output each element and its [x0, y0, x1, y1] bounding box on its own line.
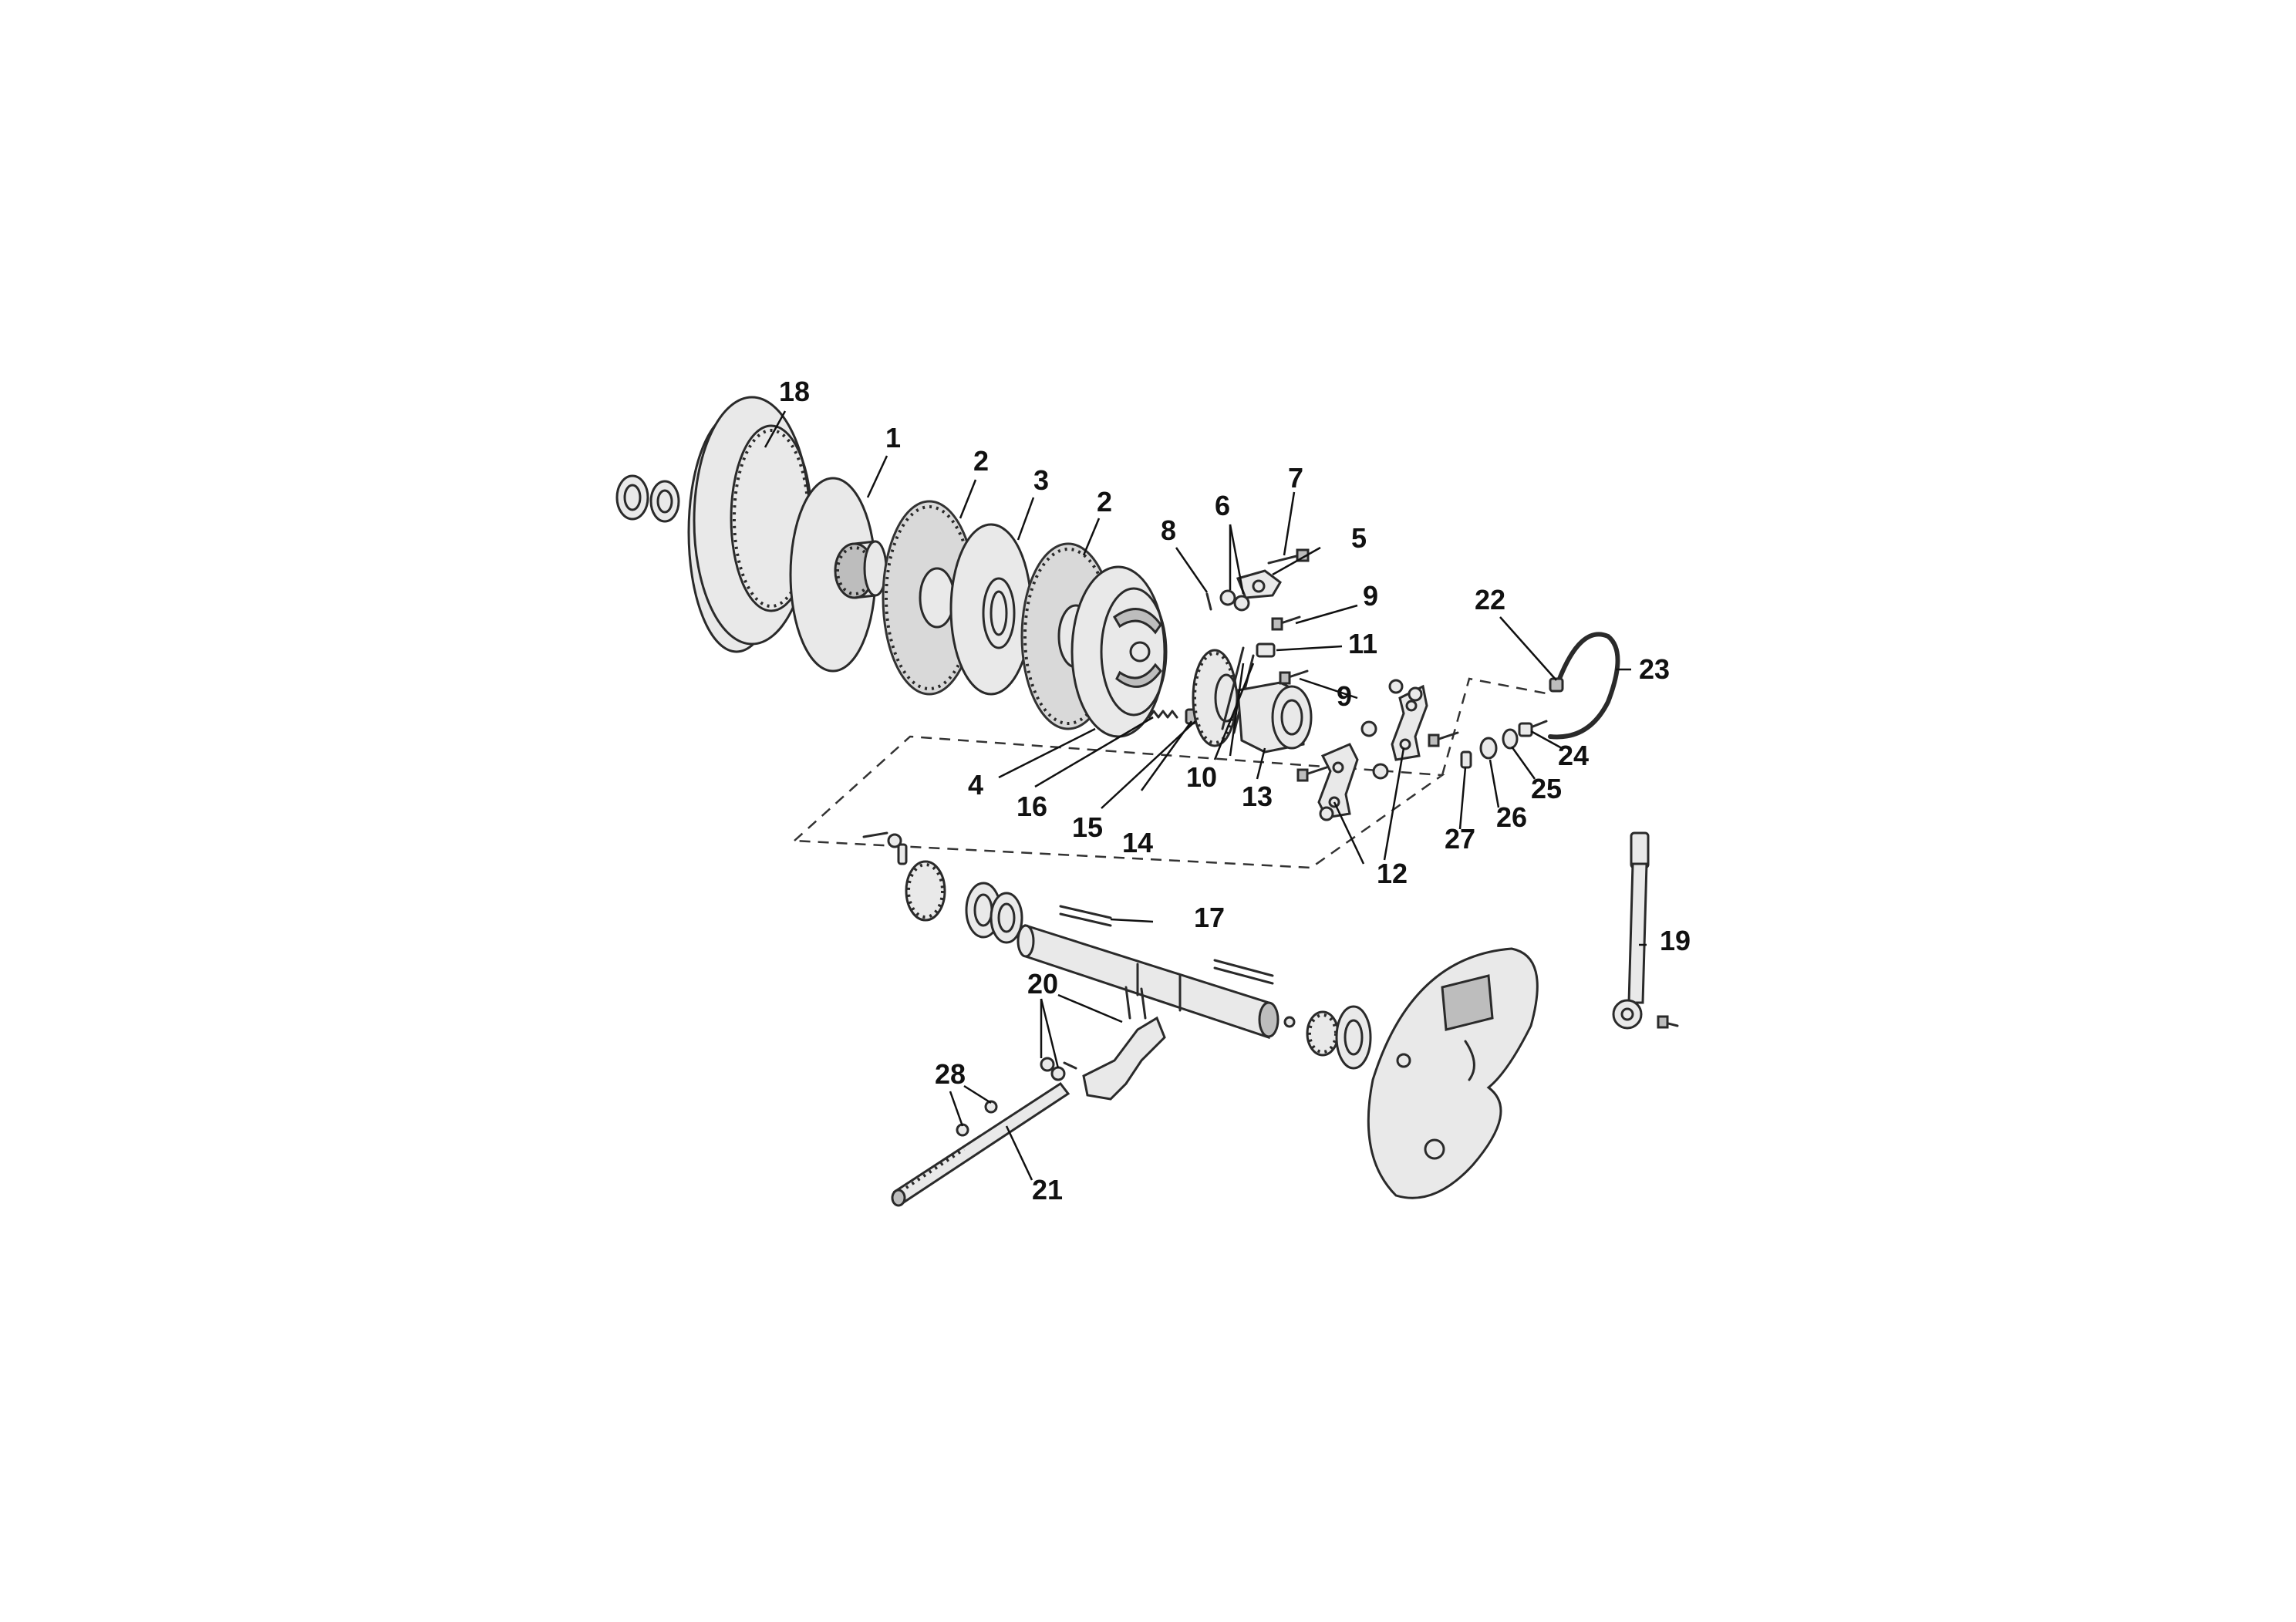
brake-hose — [1548, 632, 1620, 740]
callout-1: 1 — [885, 422, 901, 454]
callout-17: 17 — [1194, 902, 1225, 933]
washer — [1502, 728, 1519, 750]
leader-lines — [764, 410, 1647, 1181]
callout-15: 15 — [1072, 811, 1103, 843]
selector-rod — [891, 1081, 1070, 1207]
hose-fitting — [1549, 677, 1564, 693]
washer — [1479, 737, 1498, 760]
callout-28: 28 — [935, 1058, 966, 1090]
assembly-dashed-outline-right — [1441, 677, 1551, 776]
shaft-key — [1213, 959, 1274, 985]
shaft-key — [1059, 905, 1112, 927]
mounting-bracket — [1391, 684, 1428, 761]
bolt — [1279, 669, 1309, 685]
friction-disc — [882, 500, 977, 696]
hub-bearing — [1283, 1005, 1372, 1070]
bearing-housing — [1236, 681, 1313, 754]
selector-fork — [1040, 986, 1166, 1101]
brake-backplate — [1070, 565, 1168, 738]
detent-ball — [956, 1123, 969, 1137]
callout-13: 13 — [1242, 781, 1273, 812]
spring — [1148, 710, 1178, 719]
callout-24: 24 — [1558, 740, 1589, 771]
bearing-set — [862, 831, 1023, 944]
callout-10: 10 — [1186, 761, 1217, 793]
callout-16: 16 — [1017, 791, 1047, 822]
callout-5: 5 — [1351, 522, 1367, 554]
callout-6: 6 — [1215, 490, 1230, 521]
callout-8: 8 — [1161, 514, 1176, 546]
bleed-screw — [1460, 750, 1472, 769]
callout-9: 9 — [1337, 680, 1352, 712]
callout-3: 3 — [1033, 464, 1049, 496]
ring-gear — [615, 396, 813, 653]
callout-26: 26 — [1496, 801, 1527, 833]
sprocket-gear — [1192, 649, 1239, 747]
fitting-adapter — [1518, 720, 1548, 737]
callout-25: 25 — [1531, 773, 1562, 804]
callout-18: 18 — [779, 376, 810, 407]
callout-21: 21 — [1032, 1174, 1063, 1206]
callout-22: 22 — [1475, 584, 1505, 615]
nuts-and-bolts — [1296, 679, 1459, 821]
callout-14: 14 — [1122, 827, 1153, 858]
callout-27: 27 — [1445, 823, 1475, 855]
axle-housing-cover — [1367, 947, 1539, 1199]
detent-ball — [984, 1100, 998, 1114]
callout-19: 19 — [1660, 925, 1691, 956]
callout-7: 7 — [1288, 462, 1303, 494]
callout-12: 12 — [1377, 858, 1408, 889]
callout-4: 4 — [968, 769, 983, 801]
clip — [1256, 642, 1276, 658]
steel-plate — [949, 523, 1033, 696]
main-shaft — [1017, 923, 1279, 1040]
callout-20: 20 — [1027, 968, 1058, 1000]
bolt — [1271, 615, 1301, 631]
mounting-bracket — [1317, 743, 1359, 819]
callout-2: 2 — [973, 445, 989, 477]
callout-11: 11 — [1348, 628, 1377, 659]
callout-2: 2 — [1097, 486, 1112, 518]
callout-23: 23 — [1639, 653, 1670, 685]
lever-assembly — [1205, 548, 1310, 612]
pressure-plate — [789, 477, 888, 673]
brake-pedal-lever — [1612, 831, 1679, 1030]
callout-9: 9 — [1363, 580, 1378, 612]
